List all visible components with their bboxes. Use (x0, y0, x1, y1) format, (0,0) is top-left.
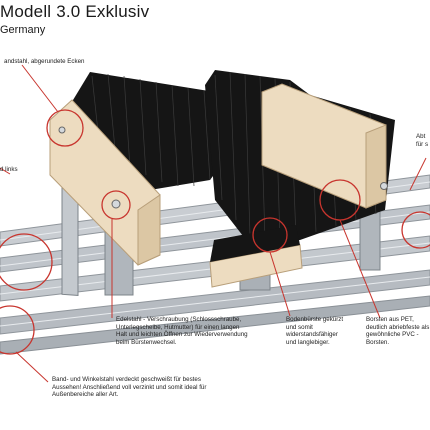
annotation-screw: Edelstahl - Verschraubung (Schlossschrau… (116, 316, 248, 346)
annotation-bristles: Borsten aus PET, deutlich abriebfeste al… (366, 316, 430, 346)
annotation-right-top: Abt für s (416, 133, 429, 148)
bolt-icons (58, 126, 388, 209)
callout-circle-left (0, 233, 53, 291)
annotation-left-mid: d links (0, 166, 18, 173)
callout-circle-screw (101, 190, 131, 220)
callout-circle-right (401, 211, 430, 249)
product-title: Modell 3.0 Exklusiv (0, 2, 150, 21)
callout-circle-bottom-left (0, 305, 35, 355)
callout-lines (0, 64, 427, 383)
callout-circle-top-left (46, 109, 84, 147)
annotation-frame: Band- und Winkelstahl verdeckt geschweiß… (52, 376, 207, 399)
annotation-top-left: andstahl, abgerundete Ecken (4, 58, 85, 65)
annotation-floor-brush: Bodenbürste gekürzt und somit widerstand… (286, 316, 344, 346)
product-origin: Germany (0, 24, 46, 36)
